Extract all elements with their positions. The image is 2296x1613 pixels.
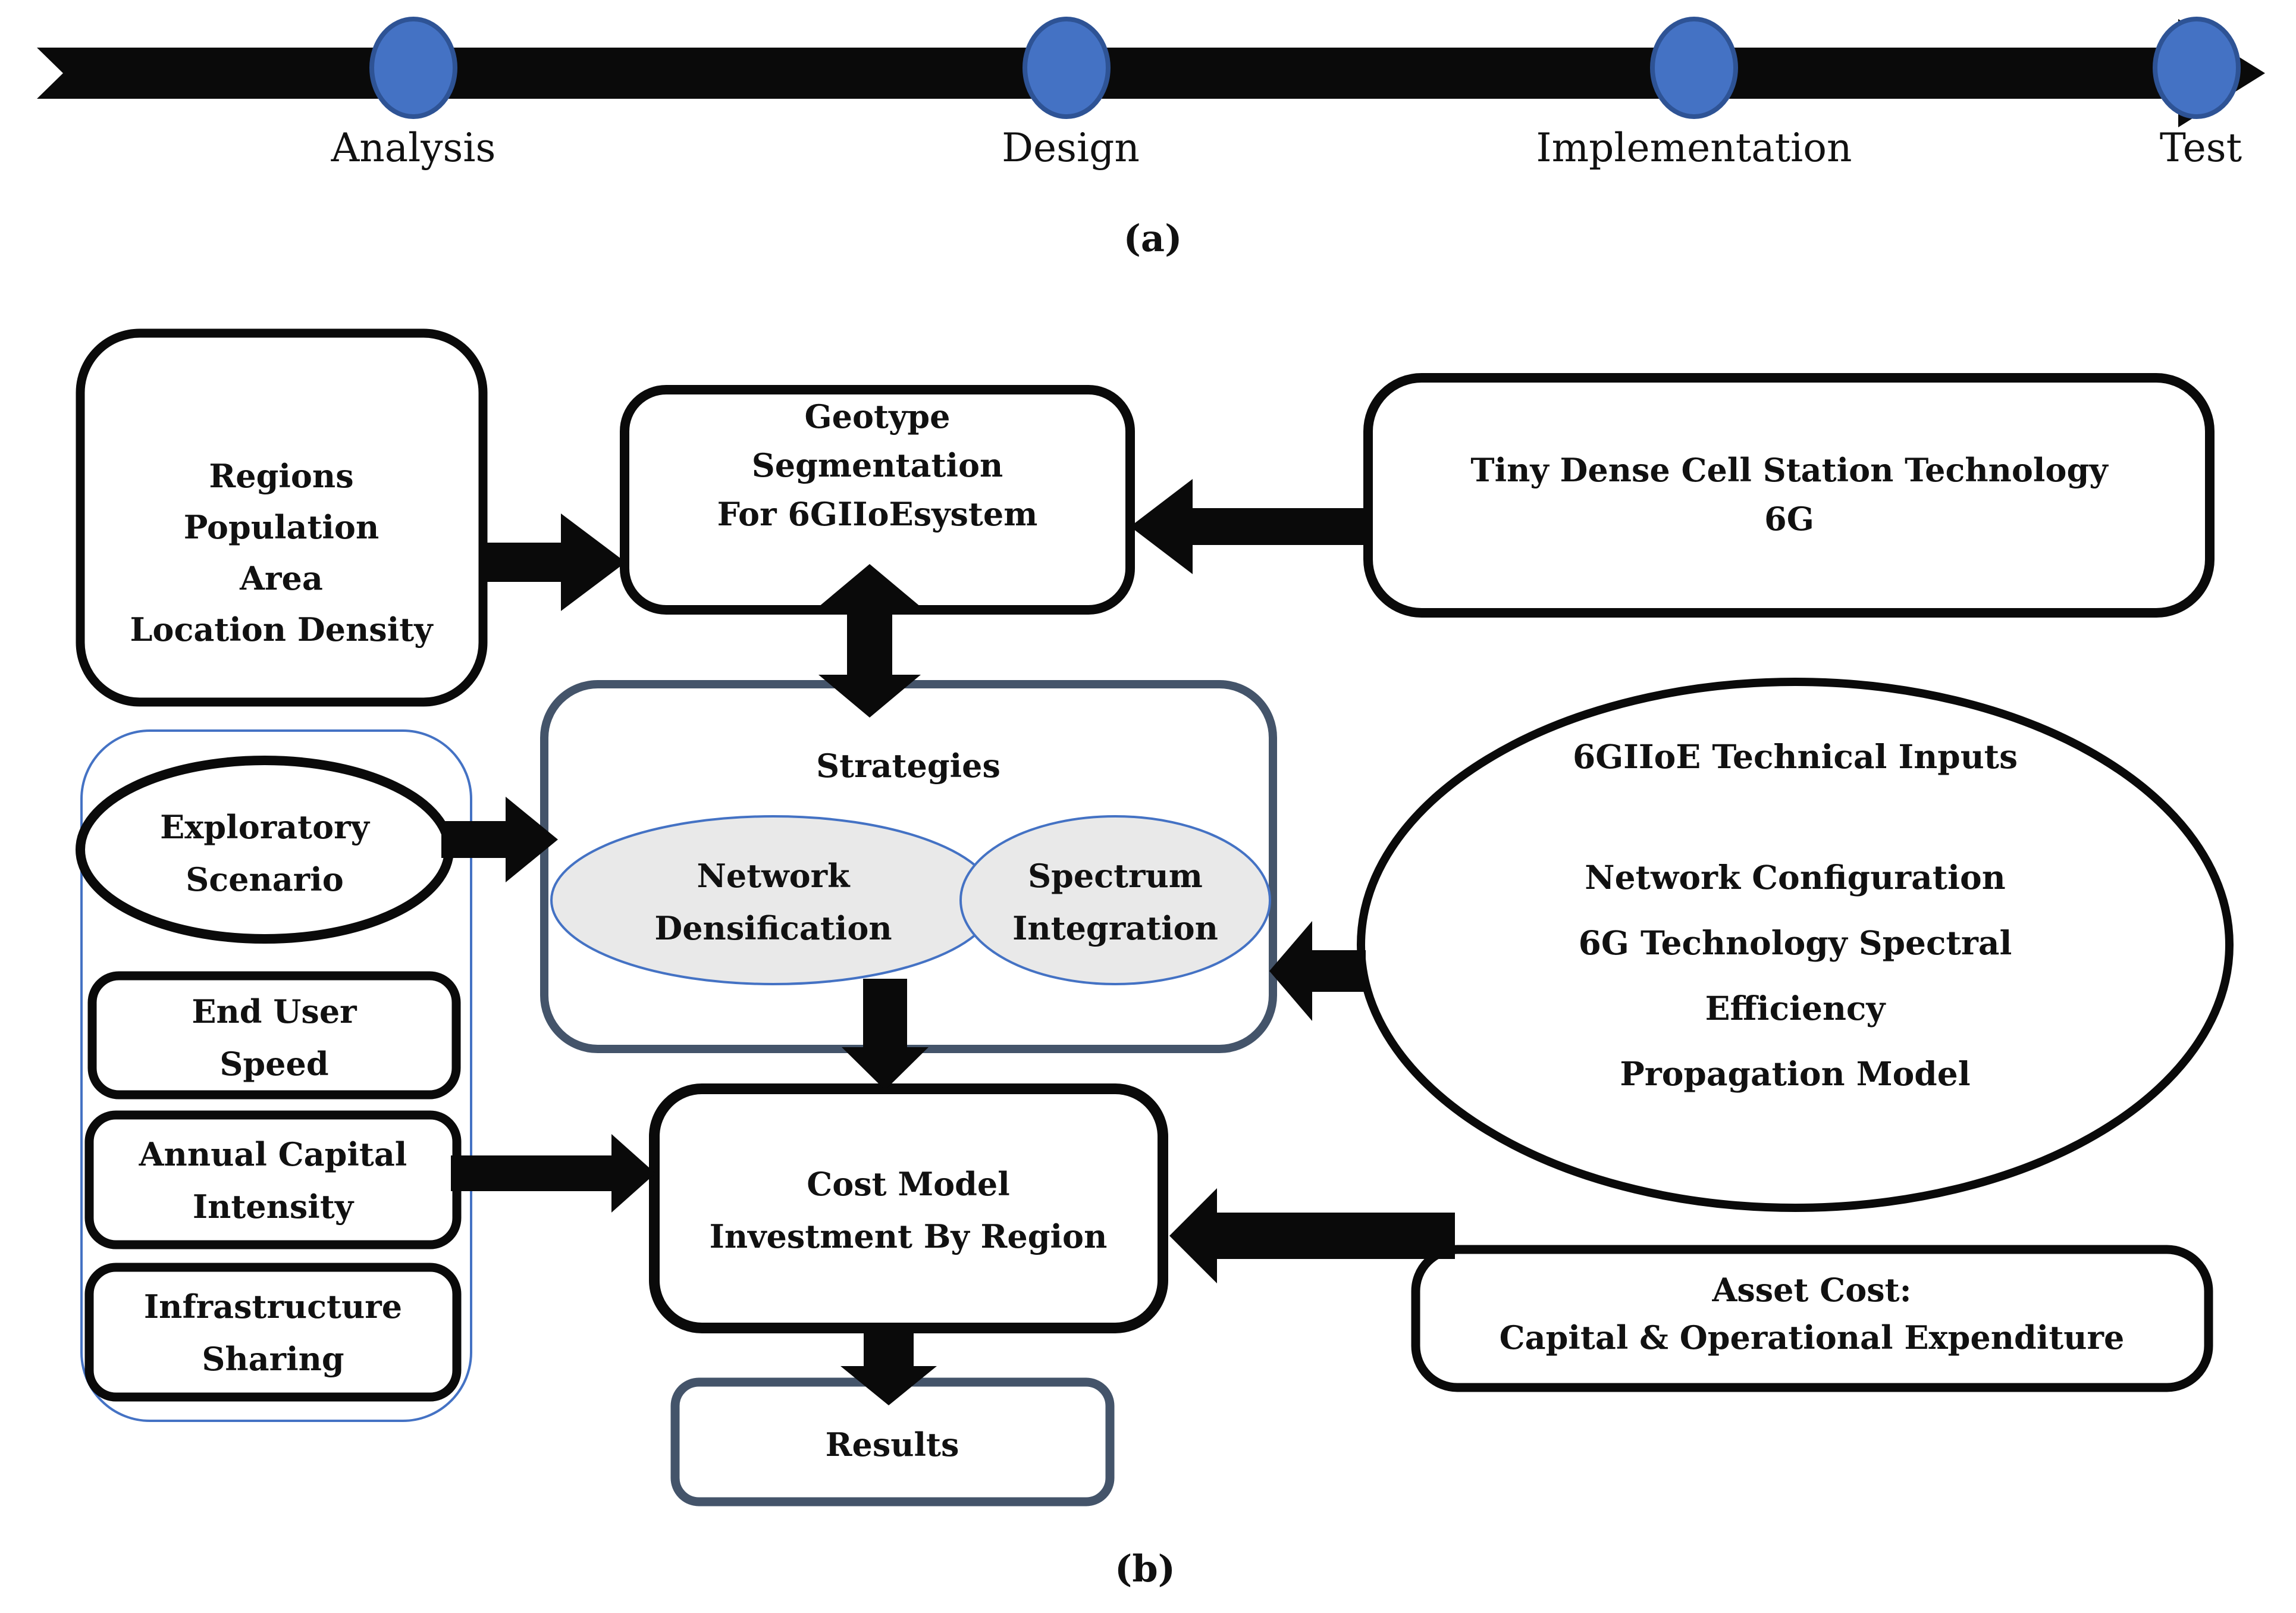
network-densification-text: Network Densification xyxy=(654,857,892,947)
exploratory-scenario-text: Exploratory Scenario xyxy=(160,808,370,898)
network-line-2: Densification xyxy=(654,909,892,947)
arrow-regions-to-geotype xyxy=(481,513,626,611)
cost-model-line-1: Cost Model xyxy=(807,1165,1010,1203)
timeline-node-implementation xyxy=(1650,17,1738,119)
spectrum-integration-ellipse xyxy=(959,815,1271,985)
infrastructure-sharing-box xyxy=(84,1263,462,1402)
arrow-costmodel-to-results xyxy=(840,1327,937,1405)
end-user-line-2: Speed xyxy=(219,1045,328,1083)
end-user-speed-box xyxy=(87,971,461,1100)
asset-cost-text: Asset Cost: Capital & Operational Expend… xyxy=(1500,1271,2125,1357)
cost-model-text: Cost Model Investment By Region xyxy=(710,1165,1108,1255)
technical-inputs-text: 6GIIoE Technical Inputs Network Configur… xyxy=(1573,737,2018,1093)
timeline-label-analysis: Analysis xyxy=(331,125,496,171)
arrow-geotype-strategies-double xyxy=(818,564,921,718)
tiny-dense-line-1: Tiny Dense Cell Station Technology xyxy=(1470,451,2109,489)
timeline-node-analysis xyxy=(369,17,457,119)
network-densification-ellipse xyxy=(550,815,996,985)
regions-line-2: Population xyxy=(184,508,379,546)
regions-text: Regions Population Area Location Density xyxy=(130,457,434,649)
strategies-title: Strategies xyxy=(816,747,1000,785)
exploratory-line-2: Scenario xyxy=(186,860,343,898)
network-line-1: Network xyxy=(697,857,851,895)
arrow-tinydense-to-geotype xyxy=(1130,479,1369,574)
technical-inputs-title: 6GIIoE Technical Inputs xyxy=(1573,737,2018,776)
annual-capital-line-2: Intensity xyxy=(193,1188,355,1226)
arrow-inputs-to-strategies xyxy=(1269,921,1366,1021)
spectrum-line-2: Integration xyxy=(1012,909,1218,947)
geotype-line-3: For 6GIIoEsystem xyxy=(717,495,1038,533)
timeline-label-implementation: Implementation xyxy=(1536,125,1852,171)
caption-b: (b) xyxy=(1115,1547,1175,1590)
cost-model-line-2: Investment By Region xyxy=(710,1217,1108,1255)
end-user-line-1: End User xyxy=(192,992,357,1031)
technical-inputs-line-3: 6G Technology Spectral xyxy=(1579,923,2012,962)
annual-capital-line-1: Annual Capital xyxy=(139,1135,407,1173)
spectrum-integration-text: Spectrum Integration xyxy=(1012,857,1218,947)
regions-line-1: Regions xyxy=(209,457,353,495)
end-user-speed-text: End User Speed xyxy=(192,992,357,1083)
geotype-line-2: Segmentation xyxy=(752,446,1003,484)
arrow-assetcost-to-costmodel xyxy=(1169,1188,1455,1283)
asset-cost-line-1: Asset Cost: xyxy=(1711,1271,1911,1309)
exploratory-scenario-ellipse xyxy=(76,756,454,944)
flowchart-panel: Regions Population Area Location Density… xyxy=(76,328,2234,1590)
tiny-dense-line-2: 6G xyxy=(1764,500,1814,538)
tiny-dense-box xyxy=(1363,373,2215,618)
arrow-scenarios-to-costmodel xyxy=(451,1134,655,1213)
infrastructure-line-2: Sharing xyxy=(202,1340,344,1378)
geotype-line-1: Geotype xyxy=(805,397,951,436)
results-label: Results xyxy=(826,1426,959,1464)
infrastructure-sharing-text: Infrastructure Sharing xyxy=(144,1288,402,1378)
timeline-panel: Analysis Design Implementation Test (a) xyxy=(37,17,2265,260)
geotype-text: Geotype Segmentation For 6GIIoEsystem xyxy=(717,397,1038,533)
exploratory-line-1: Exploratory xyxy=(160,808,370,846)
technical-inputs-line-2: Network Configuration xyxy=(1585,858,2005,897)
timeline-node-test xyxy=(2153,17,2241,119)
technical-inputs-line-5: Propagation Model xyxy=(1620,1054,1970,1093)
technical-inputs-ellipse xyxy=(1357,678,2234,1212)
arrow-strategies-to-costmodel xyxy=(842,979,929,1090)
tiny-dense-text: Tiny Dense Cell Station Technology 6G xyxy=(1470,451,2109,538)
timeline-label-design: Design xyxy=(1002,125,1140,171)
spectrum-line-1: Spectrum xyxy=(1028,857,1203,895)
regions-line-3: Area xyxy=(239,559,323,597)
timeline-node-design xyxy=(1022,17,1111,119)
annual-capital-text: Annual Capital Intensity xyxy=(139,1135,407,1226)
caption-a: (a) xyxy=(1124,217,1182,260)
regions-line-4: Location Density xyxy=(130,610,434,649)
asset-cost-line-2: Capital & Operational Expenditure xyxy=(1500,1318,2125,1357)
cost-model-box xyxy=(649,1083,1168,1333)
regions-box xyxy=(76,328,488,707)
infrastructure-line-1: Infrastructure xyxy=(144,1288,402,1326)
timeline-label-test: Test xyxy=(2160,125,2242,171)
timeline-band xyxy=(37,19,2265,127)
asset-cost-box xyxy=(1411,1245,2213,1392)
arrow-exploratory-to-strategies xyxy=(441,797,558,882)
technical-inputs-line-4: Efficiency xyxy=(1705,989,1887,1028)
